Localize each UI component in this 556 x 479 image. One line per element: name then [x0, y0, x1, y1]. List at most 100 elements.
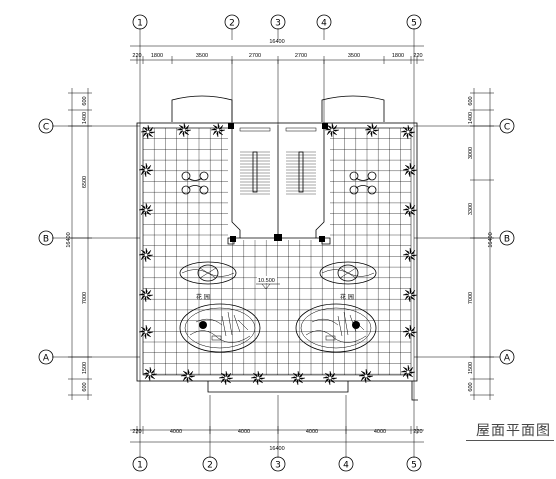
- plant-icon: [138, 324, 154, 340]
- dim-left-total: 16400: [66, 232, 72, 247]
- svg-text:B: B: [504, 235, 510, 245]
- tile-grid: [142, 127, 411, 375]
- dim-top-0: 220: [132, 53, 141, 59]
- svg-text:3: 3: [275, 461, 281, 471]
- elevation-text: 10.500: [258, 278, 275, 284]
- stairs-right: [286, 151, 316, 195]
- dim-left-4: 1500: [82, 362, 88, 374]
- axis-bubbles: 1 2 3 4 5 1 2 3 4 5 C B A C B A: [38, 14, 515, 472]
- axis-bubble-bottom-1: 1: [132, 456, 148, 472]
- plant-icon: [218, 370, 234, 386]
- dim-right-1: 1400: [468, 112, 474, 124]
- svg-text:3: 3: [275, 19, 281, 29]
- plant-icon: [358, 368, 374, 384]
- dim-left-3: 7000: [82, 292, 88, 304]
- plant-icon: [290, 370, 306, 386]
- axis-bubble-right-b: B: [499, 230, 515, 246]
- svg-text:4: 4: [343, 461, 349, 471]
- axis-bubble-bottom-2: 2: [202, 456, 218, 472]
- plants: [138, 122, 418, 386]
- dim-right-2: 3000: [468, 147, 474, 159]
- dim-right-0: 600: [468, 96, 474, 105]
- plant-icon: [402, 247, 418, 263]
- plant-icon: [322, 370, 338, 386]
- plant-icon: [402, 324, 418, 340]
- dim-bottom-4: 4000: [374, 429, 386, 435]
- dim-bottom-2: 4000: [238, 429, 250, 435]
- stairs-left: [240, 151, 270, 195]
- svg-text:5: 5: [411, 19, 417, 29]
- svg-text:2: 2: [229, 19, 235, 29]
- drawing-title: 屋面平面图: [476, 423, 551, 439]
- dim-bottom-total: 16400: [269, 446, 284, 452]
- plant-icon: [140, 124, 156, 140]
- axis-bubble-bottom-3: 3: [270, 456, 286, 472]
- plant-icon: [400, 124, 416, 140]
- plant-icon: [364, 122, 380, 138]
- svg-text:5: 5: [411, 461, 417, 471]
- dim-top-4: 2700: [295, 53, 307, 59]
- axis-bubble-top-5: 5: [406, 14, 422, 30]
- svg-text:C: C: [43, 123, 49, 133]
- axis-bubble-top-3: 3: [270, 14, 286, 30]
- garden-pond-right: [295, 303, 377, 353]
- dim-bottom-1: 4000: [170, 429, 182, 435]
- dim-top-total: 16400: [269, 39, 284, 45]
- svg-text:B: B: [43, 235, 49, 245]
- dim-bottom-0: 220: [132, 429, 141, 435]
- dim-right-total: 16400: [488, 232, 494, 247]
- dim-right-5: 1500: [468, 362, 474, 374]
- dim-top-2: 3500: [196, 53, 208, 59]
- svg-text:2: 2: [207, 461, 213, 471]
- plant-icon: [402, 162, 418, 178]
- svg-text:4: 4: [321, 19, 327, 29]
- plant-icon: [138, 247, 154, 263]
- axis-bubble-top-1: 1: [132, 14, 148, 30]
- plant-icon: [400, 364, 416, 380]
- svg-text:A: A: [504, 354, 511, 364]
- garden-pond-left: [179, 303, 261, 353]
- plant-icon: [138, 162, 154, 178]
- axis-bubble-left-c: C: [38, 118, 54, 134]
- dim-left-5: 600: [82, 382, 88, 391]
- axis-bubble-left-a: A: [38, 349, 54, 365]
- dim-right-3: 3300: [468, 203, 474, 215]
- dim-left-1: 1400: [82, 112, 88, 124]
- axis-lines: [52, 28, 500, 458]
- table-set-right: [349, 171, 377, 195]
- dim-right-4: 7000: [468, 292, 474, 304]
- plant-icon: [180, 368, 196, 384]
- axis-bubble-bottom-5: 5: [406, 456, 422, 472]
- dim-top-3: 2700: [249, 53, 261, 59]
- plant-icon: [402, 202, 418, 218]
- svg-text:A: A: [43, 354, 50, 364]
- dimension-texts: 16400 220 1800 3500 2700 2700 3500 1800 …: [66, 39, 494, 452]
- bottom-steps: [207, 381, 418, 401]
- svg-text:1: 1: [137, 461, 143, 471]
- dim-top-1: 1800: [151, 53, 163, 59]
- table-set-left: [181, 171, 209, 195]
- title-underline: [466, 440, 554, 441]
- dim-left-2: 6500: [82, 176, 88, 188]
- plant-icon: [142, 366, 158, 382]
- dim-right-6: 600: [468, 382, 474, 391]
- dim-top-6: 1800: [392, 53, 404, 59]
- dim-top-5: 3500: [348, 53, 360, 59]
- axis-bubble-right-c: C: [499, 118, 515, 134]
- plant-icon: [250, 370, 266, 386]
- axis-bubble-left-b: B: [38, 230, 54, 246]
- garden-ornament-right: [319, 261, 377, 285]
- dim-top-7: 220: [413, 53, 422, 59]
- stair-core: [227, 123, 331, 245]
- plant-icon: [324, 122, 340, 138]
- plant-icon: [402, 287, 418, 303]
- garden-label-right: 花 园: [340, 293, 354, 301]
- svg-text:C: C: [504, 123, 510, 133]
- svg-text:1: 1: [137, 19, 143, 29]
- dim-left-0: 600: [82, 96, 88, 105]
- plant-icon: [138, 202, 154, 218]
- elevation-marker: 10.500: [256, 276, 280, 290]
- axis-bubble-right-a: A: [499, 349, 515, 365]
- top-balconies: [171, 95, 385, 122]
